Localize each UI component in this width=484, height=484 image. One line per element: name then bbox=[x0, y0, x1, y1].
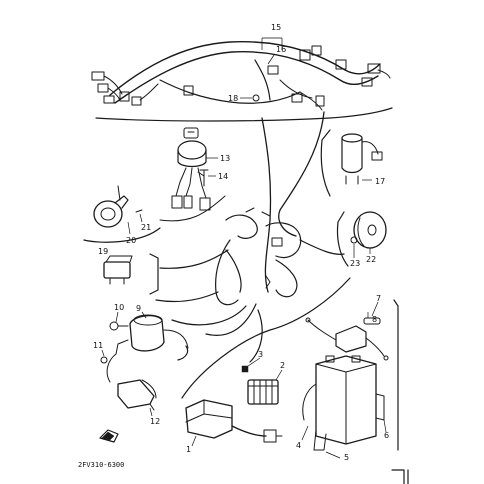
battery-icon bbox=[302, 355, 385, 451]
horn-icon bbox=[93, 185, 129, 228]
callout-14: 14 bbox=[218, 172, 228, 181]
callout-22: 22 bbox=[366, 255, 376, 264]
callout-8: 8 bbox=[372, 315, 377, 324]
callout-4: 4 bbox=[296, 441, 301, 450]
main-switch-icon bbox=[171, 127, 211, 211]
callout-15: 15 bbox=[271, 23, 281, 32]
cdi-unit-icon bbox=[185, 399, 283, 443]
fuse-icon bbox=[305, 317, 389, 361]
callout-1: 1 bbox=[186, 445, 191, 454]
callout-11: 11 bbox=[93, 341, 103, 350]
callout-17: 17 bbox=[375, 177, 385, 186]
callout-10: 10 bbox=[114, 303, 124, 312]
relay-icon bbox=[103, 255, 133, 285]
callout-20: 20 bbox=[126, 236, 136, 245]
callout-3: 3 bbox=[258, 350, 263, 359]
wire-harness-icon bbox=[155, 111, 345, 363]
callout-9: 9 bbox=[136, 304, 141, 313]
callout-21: 21 bbox=[141, 223, 151, 232]
rectifier-icon bbox=[241, 365, 279, 405]
callout-13: 13 bbox=[220, 154, 230, 163]
ignition-coil-icon bbox=[100, 314, 189, 383]
wire-harness-icon bbox=[91, 41, 393, 122]
callout-2: 2 bbox=[280, 361, 285, 370]
callout-5: 5 bbox=[344, 453, 349, 462]
callout-7: 7 bbox=[376, 294, 381, 303]
callout-19: 19 bbox=[98, 247, 108, 256]
callout-18: 18 bbox=[228, 94, 238, 103]
drawing-code: 2FV310-6300 bbox=[78, 461, 124, 469]
callout-23: 23 bbox=[350, 259, 360, 268]
disc-icon bbox=[350, 211, 387, 249]
callout-6: 6 bbox=[384, 431, 389, 440]
callout-12: 12 bbox=[150, 417, 160, 426]
callout-16: 16 bbox=[276, 45, 286, 54]
indicator-light-icon bbox=[341, 133, 383, 185]
plug-cap-icon bbox=[117, 379, 157, 411]
